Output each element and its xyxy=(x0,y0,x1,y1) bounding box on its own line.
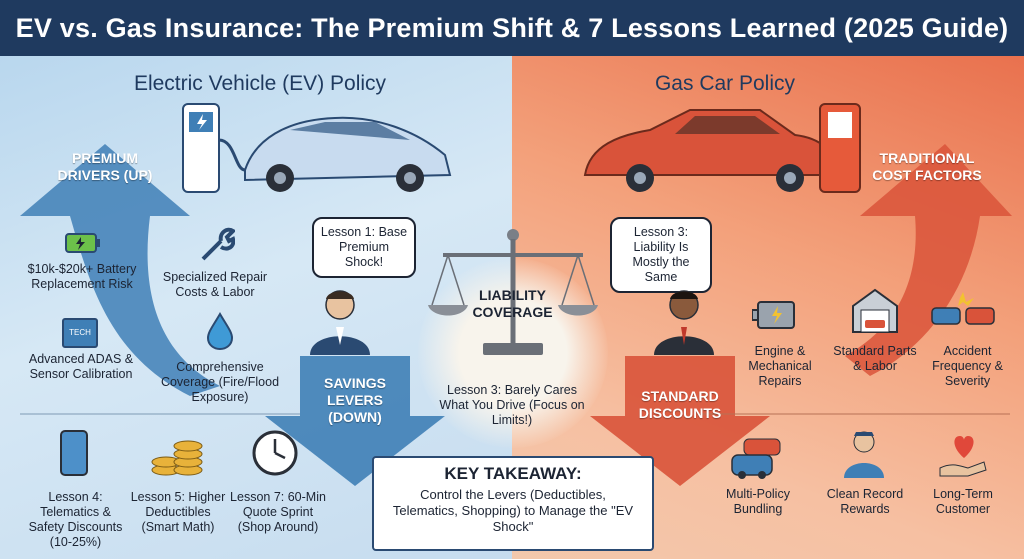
scale-icon xyxy=(428,229,598,355)
battery-risk-label: $10k-$20k+ Battery Replacement Risk xyxy=(27,262,137,291)
engine-icon xyxy=(752,301,795,329)
ev-policy-heading: Electric Vehicle (EV) Policy xyxy=(133,72,387,95)
coins-icon xyxy=(151,440,203,476)
lesson-4-label: Lesson 4: Telematics & Safety Discounts … xyxy=(28,490,123,549)
lesson-3-bubble: Lesson 3: Liability Is Mostly the Same xyxy=(610,217,712,293)
chip-icon: TECH xyxy=(62,318,98,348)
garage-label: Standard Parts & Labor xyxy=(833,344,917,373)
liability-coverage-label: LIABILITY COVERAGE xyxy=(472,287,553,320)
cars-icon xyxy=(731,438,781,479)
gas-car-illustration xyxy=(583,103,861,193)
water-drop-icon xyxy=(203,312,237,357)
driver-icon xyxy=(844,431,884,478)
crash-icon xyxy=(931,292,995,325)
crash-label: Accident Frequency & Severity xyxy=(932,344,1003,388)
key-takeaway-body: Control the Levers (Deductibles, Telemat… xyxy=(392,487,634,534)
long-term-label: Long-Term Customer xyxy=(933,487,993,516)
heart-hand-icon xyxy=(939,436,987,477)
multi-policy-label: Multi-Policy Bundling xyxy=(726,487,790,516)
arrows-artwork xyxy=(20,144,1012,486)
ev-advisor-icon xyxy=(310,290,370,355)
savings-levers-arrow xyxy=(265,356,445,486)
wrench-icon xyxy=(195,225,237,270)
standard-discounts-arrow xyxy=(590,356,770,486)
repair-costs-label: Specialized Repair Costs & Labor xyxy=(162,270,268,299)
gas-policy-heading: Gas Car Policy xyxy=(654,72,796,95)
ev-car-illustration xyxy=(182,103,452,193)
center-lesson-3: Lesson 3: Barely Cares What You Drive (F… xyxy=(439,383,585,427)
phone-icon xyxy=(60,430,88,476)
lesson-5-label: Lesson 5: Higher Deductibles (Smart Math… xyxy=(130,490,226,534)
standard-discounts-label: STANDARD DISCOUNTS xyxy=(638,388,722,421)
traditional-cost-label: TRADITIONAL COST FACTORS xyxy=(872,150,982,183)
gas-advisor-icon xyxy=(654,290,714,355)
clock-icon xyxy=(252,430,298,476)
garage-icon xyxy=(852,288,898,333)
adas-label: Advanced ADAS & Sensor Calibration xyxy=(28,352,134,381)
comprehensive-label: Comprehensive Coverage (Fire/Flood Expos… xyxy=(160,360,280,404)
clean-record-label: Clean Record Rewards xyxy=(826,487,904,516)
key-takeaway-box: KEY TAKEAWAY: Control the Levers (Deduct… xyxy=(372,456,654,551)
key-takeaway-heading: KEY TAKEAWAY: xyxy=(444,464,582,483)
premium-drivers-label: PREMIUM DRIVERS (UP) xyxy=(57,150,153,183)
premium-drivers-arrow xyxy=(20,144,220,396)
page-title: EV vs. Gas Insurance: The Premium Shift … xyxy=(0,0,1024,56)
savings-levers-label: SAVINGS LEVERS (DOWN) xyxy=(324,375,386,425)
engine-label: Engine & Mechanical Repairs xyxy=(748,344,812,388)
traditional-cost-arrow xyxy=(845,144,1012,376)
lesson-7-label: Lesson 7: 60-Min Quote Sprint (Shop Arou… xyxy=(230,490,326,534)
lesson-1-bubble: Lesson 1: Base Premium Shock! xyxy=(312,217,416,278)
battery-icon xyxy=(65,232,101,259)
